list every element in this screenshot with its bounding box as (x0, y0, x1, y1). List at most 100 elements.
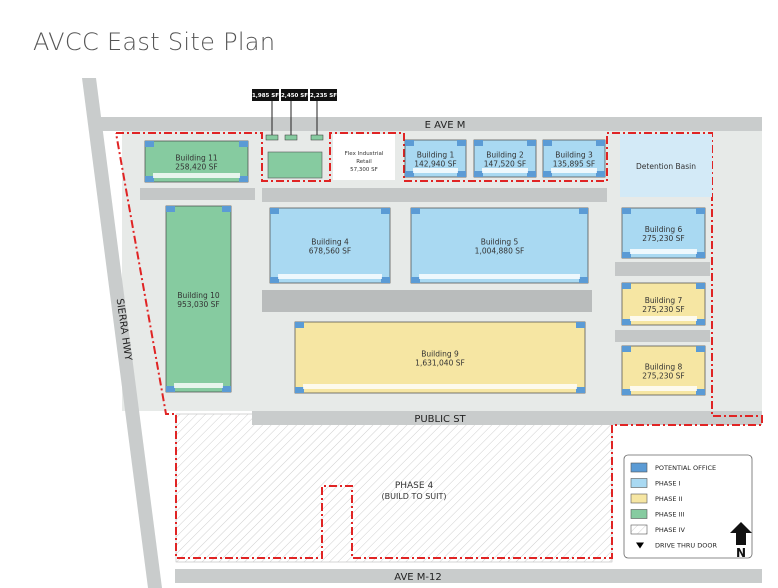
office-marker (527, 140, 536, 146)
loading-dock (413, 168, 458, 173)
small-retail-building (267, 151, 323, 179)
office-marker (166, 206, 175, 212)
office-marker (696, 283, 705, 289)
building-name: Building 8 (645, 363, 683, 372)
loading-dock (278, 274, 382, 279)
legend-swatch (630, 493, 648, 504)
loading-dock (482, 168, 528, 173)
office-marker (622, 389, 631, 395)
office-marker (145, 176, 154, 182)
legend-item: POTENTIAL OFFICE (630, 462, 716, 473)
building-area: 275,230 SF (642, 234, 684, 243)
building-area: 147,520 SF (484, 160, 526, 169)
office-marker (696, 346, 705, 352)
callout-label: 2,235 SF (310, 93, 337, 99)
building-area: 1,631,040 SF (415, 359, 465, 368)
building-footprint (165, 205, 232, 393)
office-marker (239, 141, 248, 147)
building-footprint (410, 207, 589, 284)
legend-swatch (630, 462, 648, 473)
building-area: 275,230 SF (642, 372, 684, 381)
building-footprint (294, 321, 586, 394)
office-marker (543, 140, 552, 146)
loading-dock (630, 386, 697, 391)
road-label-ave-m12: AVE M-12 (394, 572, 442, 583)
office-marker (474, 140, 483, 146)
legend-item: PHASE II (630, 493, 682, 504)
north-label: N (736, 546, 746, 560)
parking-strip (615, 262, 710, 276)
office-marker (405, 140, 414, 146)
road-label-e-ave-m: E AVE M (425, 120, 466, 131)
office-marker (457, 140, 466, 146)
legend-swatch (630, 524, 648, 535)
public-st-road (252, 411, 762, 425)
building-name: Building 1 (417, 151, 455, 160)
legend-label: DRIVE THRU DOOR (655, 542, 717, 550)
building-9[interactable]: Building 91,631,040 SF (294, 321, 586, 394)
loading-dock (551, 168, 597, 173)
building-5[interactable]: Building 51,004,880 SF (410, 207, 589, 284)
flex-area: 57,300 SF (350, 167, 378, 173)
parking-strip (615, 330, 710, 342)
building-name: Building 5 (481, 238, 519, 247)
parking-strip (140, 188, 255, 200)
legend-item: PHASE I (630, 478, 681, 488)
loading-dock (174, 383, 223, 388)
legend-label: PHASE III (655, 511, 684, 519)
legend-label: PHASE IV (655, 526, 685, 534)
office-marker (405, 171, 414, 177)
office-marker (381, 208, 390, 214)
office-marker (381, 277, 390, 283)
office-marker (696, 252, 705, 258)
detention-basin-label: Detention Basin (636, 162, 696, 171)
legend-item: PHASE IV (630, 524, 685, 535)
building-name: Building 3 (555, 151, 593, 160)
building-area: 953,030 SF (177, 300, 219, 309)
north-arrow-icon: N (730, 522, 752, 560)
building-name: Building 2 (486, 151, 524, 160)
office-marker (222, 386, 231, 392)
building-area: 135,895 SF (553, 160, 595, 169)
flex-retail-pad (333, 134, 395, 180)
office-marker (579, 208, 588, 214)
office-marker (239, 176, 248, 182)
phase-4-sublabel: (BUILD TO SUIT) (381, 492, 446, 501)
office-marker (145, 141, 154, 147)
office-marker (543, 171, 552, 177)
office-marker (295, 322, 304, 328)
office-marker (411, 208, 420, 214)
property-boundary (115, 132, 763, 559)
office-marker (222, 206, 231, 212)
phase-4-label: PHASE 4 (395, 481, 434, 491)
building-name: Building 4 (311, 238, 349, 247)
building-name: Building 6 (645, 225, 683, 234)
loading-dock (303, 384, 577, 389)
parking-strip (262, 188, 607, 202)
callout-label: 1,985 SF (252, 93, 279, 99)
building-area: 1,004,880 SF (475, 247, 525, 256)
office-marker (295, 387, 304, 393)
building-name: Building 10 (177, 291, 220, 300)
legend-label: PHASE II (655, 495, 682, 503)
office-marker (576, 387, 585, 393)
office-marker (474, 171, 483, 177)
office-marker (527, 171, 536, 177)
loading-dock (630, 316, 697, 321)
flex-label-2: Retail (356, 159, 372, 165)
office-marker (596, 171, 605, 177)
office-marker (696, 319, 705, 325)
loading-dock (153, 173, 240, 178)
road-label-public-st: PUBLIC ST (414, 414, 466, 425)
building-area: 678,560 SF (309, 247, 351, 256)
